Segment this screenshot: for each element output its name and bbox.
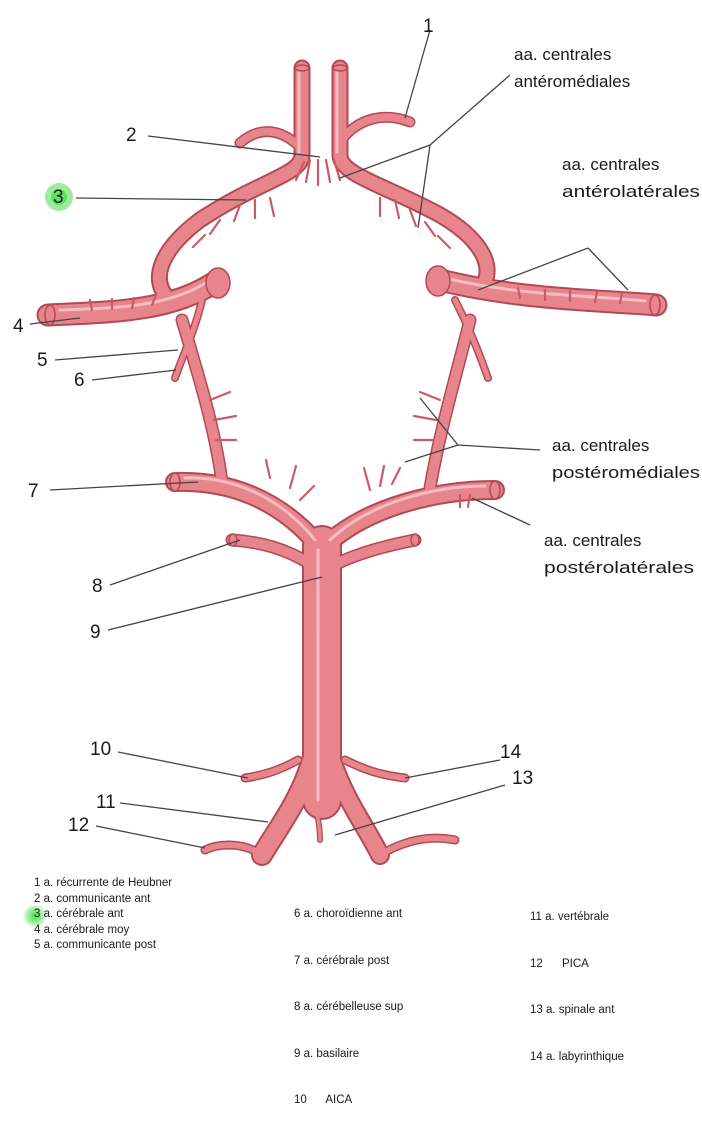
legend-item-6: 6 a. choroïdienne ant xyxy=(294,907,403,923)
legend-item-5: 5 a. communicante post xyxy=(34,938,172,954)
callout-14: 14 xyxy=(500,742,522,763)
label-anterolaterales-line2: antérolatérales xyxy=(562,182,700,201)
callout-7: 7 xyxy=(28,481,39,502)
label-posterolaterales-line1: aa. centrales xyxy=(544,531,641,550)
callout-6: 6 xyxy=(74,370,85,391)
circle-of-willis-diagram: 1 2 3 4 5 6 7 8 9 10 11 12 13 14 aa. cen… xyxy=(0,0,702,967)
callout-9: 9 xyxy=(90,622,101,643)
legend-item-13: 13 a. spinale ant xyxy=(530,1003,624,1019)
callout-12: 12 xyxy=(68,815,89,836)
callout-3: 3 xyxy=(53,187,64,208)
legend-column-1: 1 a. récurrente de Heubner 2 a. communic… xyxy=(34,876,172,954)
legend-item-14: 14 a. labyrinthique xyxy=(530,1050,624,1066)
legend-column-2: 6 a. choroïdienne ant 7 a. cérébrale pos… xyxy=(294,876,403,1124)
legend-item-3: 3 a. cérébrale ant xyxy=(34,907,172,923)
label-anteromediales-line2: antéromédiales xyxy=(514,72,630,91)
legend-item-12: 12 PICA xyxy=(530,957,624,973)
callout-numbers: 1 2 3 4 5 6 7 8 9 10 11 12 13 14 xyxy=(13,16,533,836)
callout-8: 8 xyxy=(92,576,103,597)
callout-13: 13 xyxy=(512,768,533,789)
callout-11: 11 xyxy=(96,792,116,813)
label-anteromediales-line1: aa. centrales xyxy=(514,45,611,64)
legend-item-2: 2 a. communicante ant xyxy=(34,892,172,908)
label-posteromediales-line2: postéromédiales xyxy=(552,463,700,482)
legend-item-4: 4 a. cérébrale moy xyxy=(34,923,172,939)
callout-2: 2 xyxy=(126,125,137,146)
callout-4: 4 xyxy=(13,316,24,337)
label-posteromediales-line1: aa. centrales xyxy=(552,436,649,455)
legend-item-1: 1 a. récurrente de Heubner xyxy=(34,876,172,892)
legend-item-8: 8 a. cérébelleuse sup xyxy=(294,1000,403,1016)
label-anterolaterales-line1: aa. centrales xyxy=(562,155,659,174)
callout-5: 5 xyxy=(37,350,48,371)
legend-column-3: 11 a. vertébrale 12 PICA 13 a. spinale a… xyxy=(530,879,624,1081)
legend-item-11: 11 a. vertébrale xyxy=(530,910,624,926)
legend-item-10: 10 AICA xyxy=(294,1093,403,1109)
label-posterolaterales-line2: postérolatérales xyxy=(544,558,694,577)
callout-10: 10 xyxy=(90,739,111,760)
callout-1: 1 xyxy=(423,16,434,37)
legend-item-9: 9 a. basilaire xyxy=(294,1047,403,1063)
